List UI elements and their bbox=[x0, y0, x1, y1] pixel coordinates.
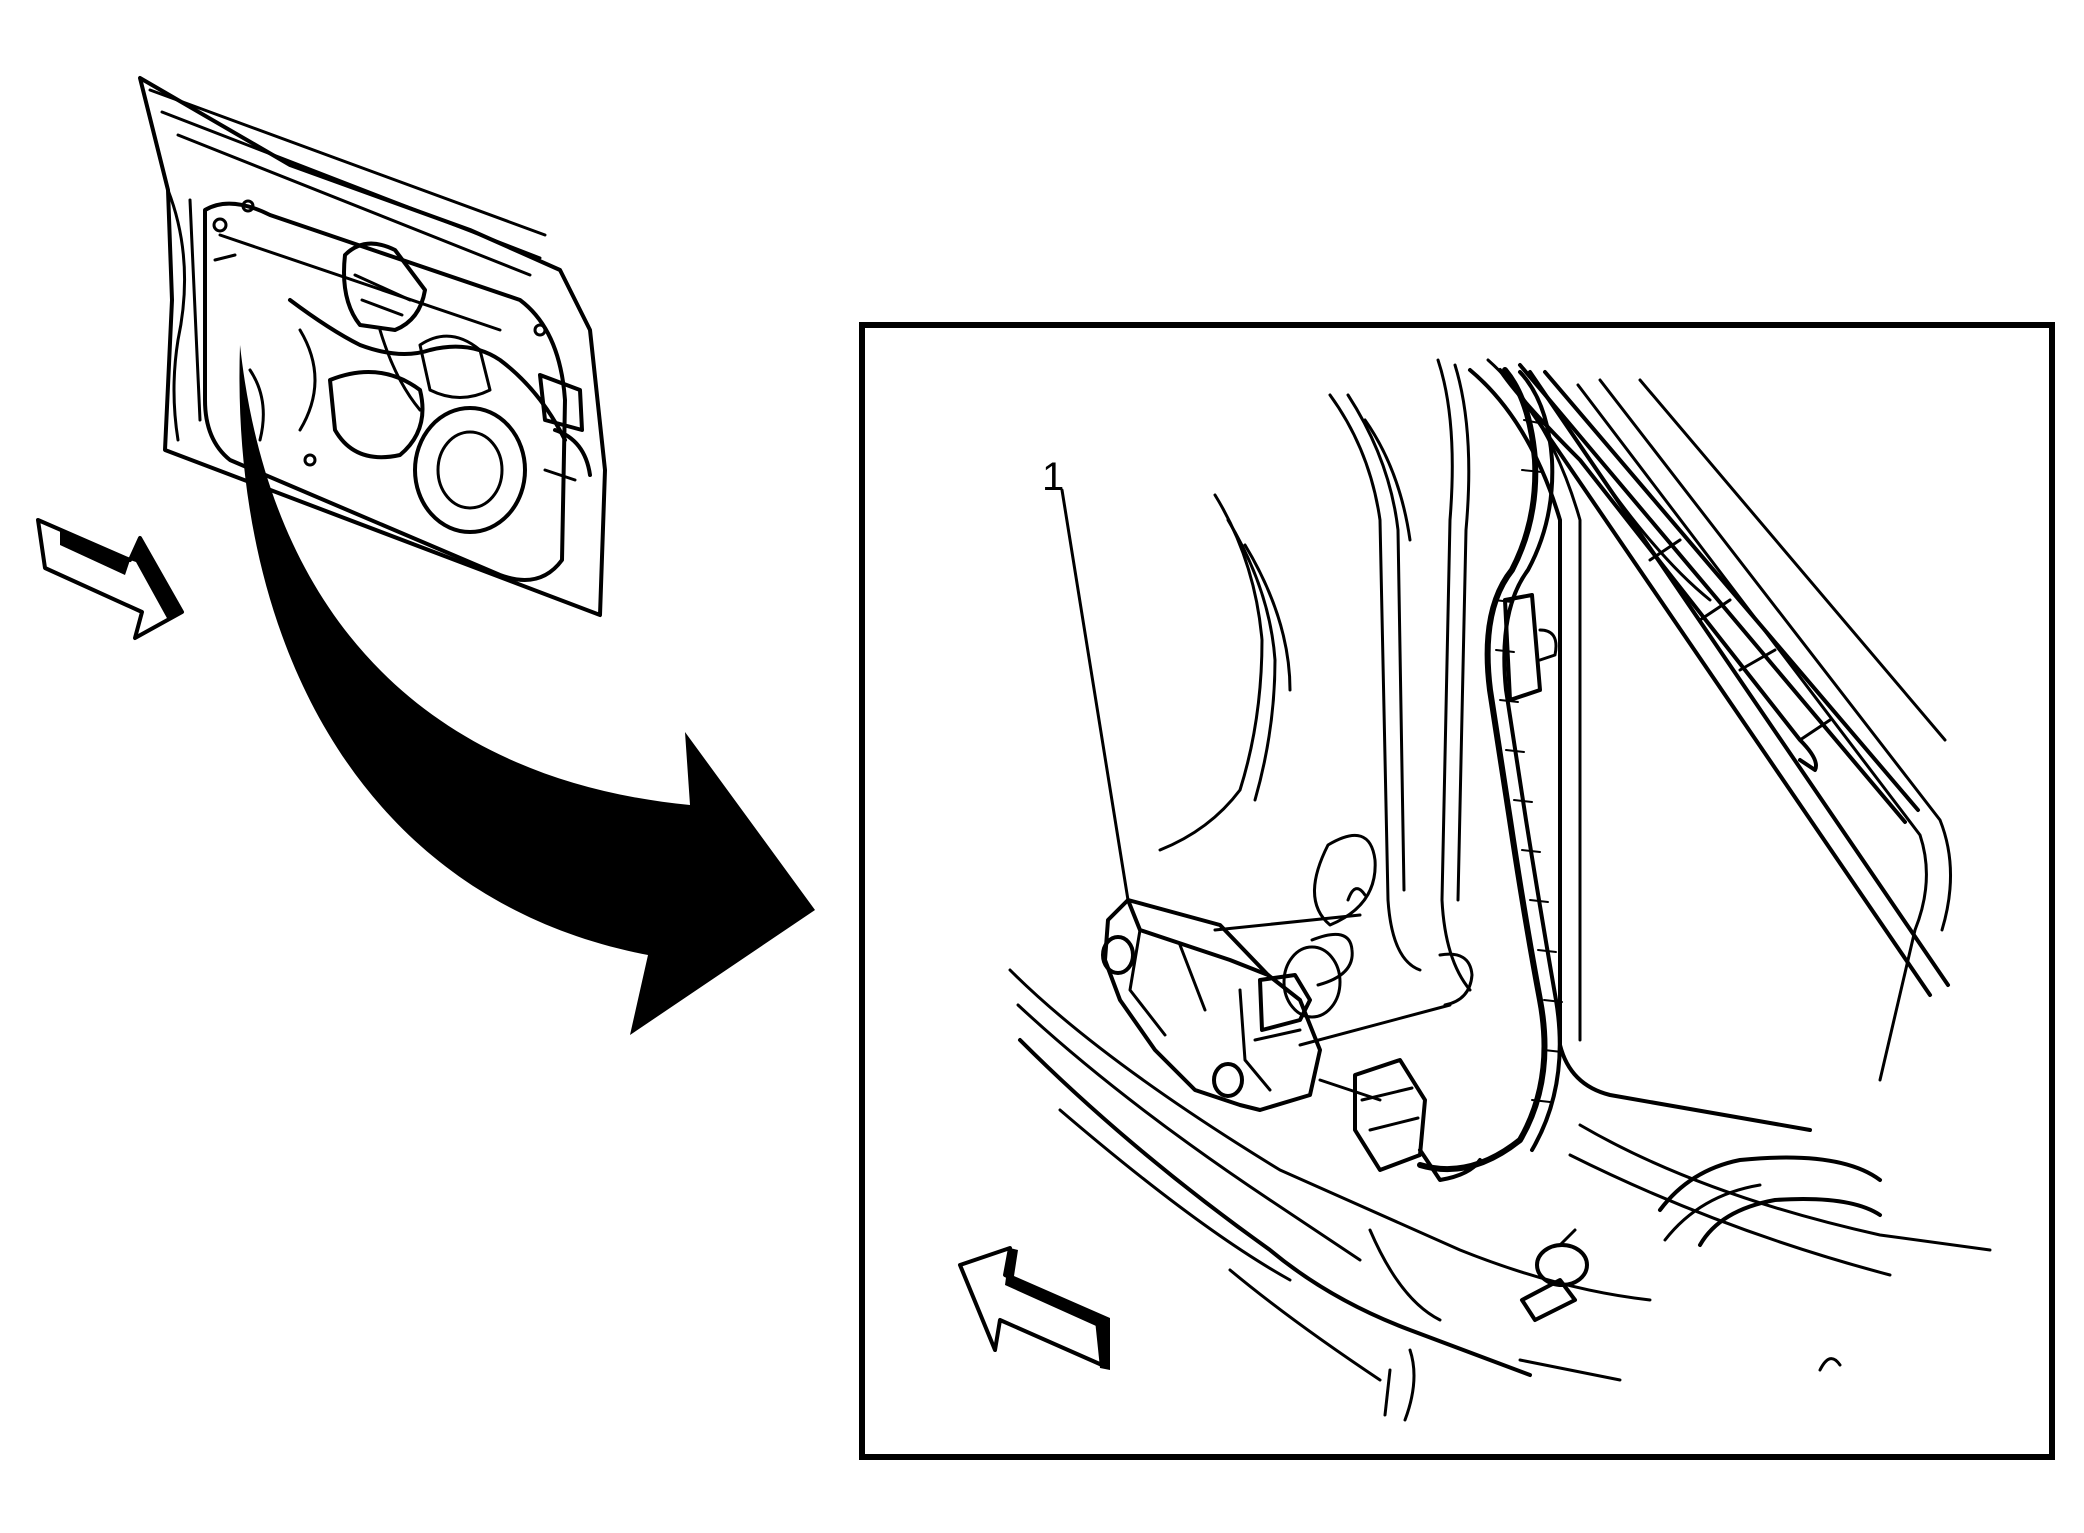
callout-1-label: 1 bbox=[1042, 455, 1064, 499]
detail-view-frame bbox=[859, 322, 2055, 1460]
door-module-component bbox=[1101, 898, 1322, 1112]
door-detail-illustration bbox=[1008, 358, 1992, 1422]
callout-leader-line bbox=[1060, 488, 1130, 902]
direction-arrow-icon bbox=[36, 518, 184, 640]
door-overview-illustration bbox=[138, 76, 607, 617]
zoom-curved-arrow-icon bbox=[239, 345, 815, 1035]
detail-direction-arrow-icon bbox=[958, 1246, 1110, 1370]
